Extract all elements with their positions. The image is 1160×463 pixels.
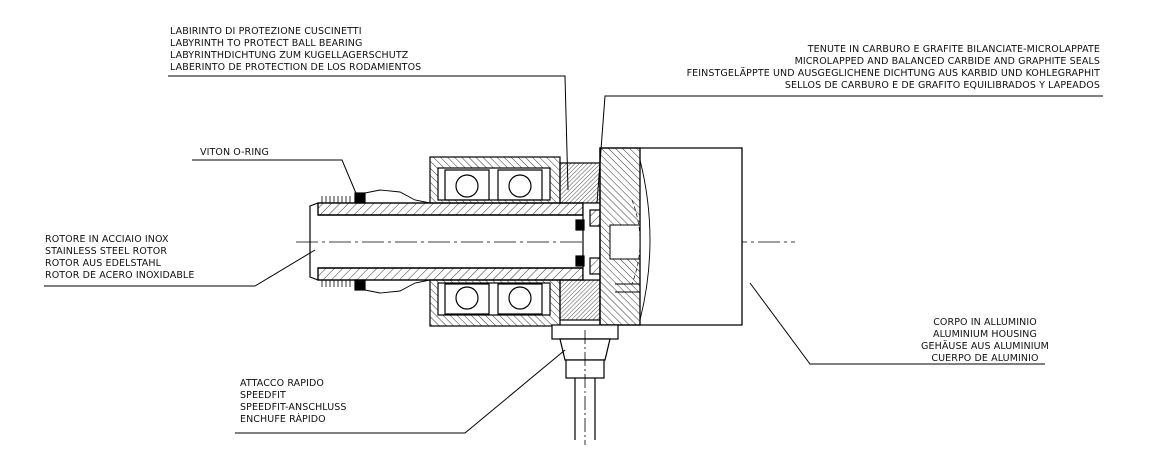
label-line: ROTOR AUS EDELSTAHL <box>45 258 162 269</box>
ball-bearings <box>444 169 543 315</box>
label-line: LABYRINTH TO PROTECT BALL BEARING <box>170 38 363 49</box>
label-line: CORPO IN ALLUMINIO <box>933 317 1037 328</box>
speedfit-fitting <box>551 324 619 445</box>
thread-marks <box>321 196 351 287</box>
label-line: LABERINTO DE PROTECTION DE LOS RODAMIENT… <box>170 62 422 73</box>
label-line: FEINSTGELÄPPTE UND AUSGEGLICHENE DICHTUN… <box>686 68 1100 79</box>
label-housing: CORPO IN ALLUMINIO ALUMINIUM HOUSING GEH… <box>880 317 1090 365</box>
label-bearing-labyrinth: LABIRINTO DI PROTEZIONE CUSCINETTI LABYR… <box>170 26 421 74</box>
label-line: ROTOR DE ACERO INOXIDABLE <box>45 270 195 281</box>
label-line: LABYRINTHDICHTUNG ZUM KUGELLAGERSCHUTZ <box>170 50 409 61</box>
label-line: TENUTE IN CARBURO E GRAFITE BILANCIATE-M… <box>807 44 1100 55</box>
label-line: ALUMINIUM HOUSING <box>933 329 1037 340</box>
label-line: SPEEDFIT-ANSCHLUSS <box>240 402 347 413</box>
label-line: SELLOS DE CARBURO E DE GRAFITO EQUILIBRA… <box>784 80 1100 91</box>
label-line: SPEEDFIT <box>240 390 286 401</box>
label-line: GEHÄUSE AUS ALUMINIUM <box>921 341 1049 352</box>
label-line: VITON O-RING <box>200 147 269 158</box>
label-line: MICROLAPPED AND BALANCED CARBIDE AND GRA… <box>794 56 1100 67</box>
label-rotor: ROTORE IN ACCIAIO INOX STAINLESS STEEL R… <box>45 234 194 282</box>
label-seals: TENUTE IN CARBURO E GRAFITE BILANCIATE-M… <box>687 44 1100 92</box>
aluminium-housing <box>599 147 743 326</box>
rotor-shaft <box>309 189 584 294</box>
label-speedfit: ATTACCO RAPIDO SPEEDFIT SPEEDFIT-ANSCHLU… <box>240 378 347 426</box>
label-line: LABIRINTO DI PROTEZIONE CUSCINETTI <box>170 26 362 37</box>
label-line: ROTORE IN ACCIAIO INOX <box>45 234 169 245</box>
bearing-housing <box>429 156 561 327</box>
label-line: STAINLESS STEEL ROTOR <box>45 246 168 257</box>
label-line: ENCHUFE RÀPIDO <box>240 414 326 425</box>
label-line: CUERPO DE ALUMINIO <box>931 353 1039 364</box>
label-o-ring: VITON O-RING <box>200 147 269 159</box>
label-line: ATTACCO RAPIDO <box>240 378 324 389</box>
leader-lines <box>44 75 1103 434</box>
